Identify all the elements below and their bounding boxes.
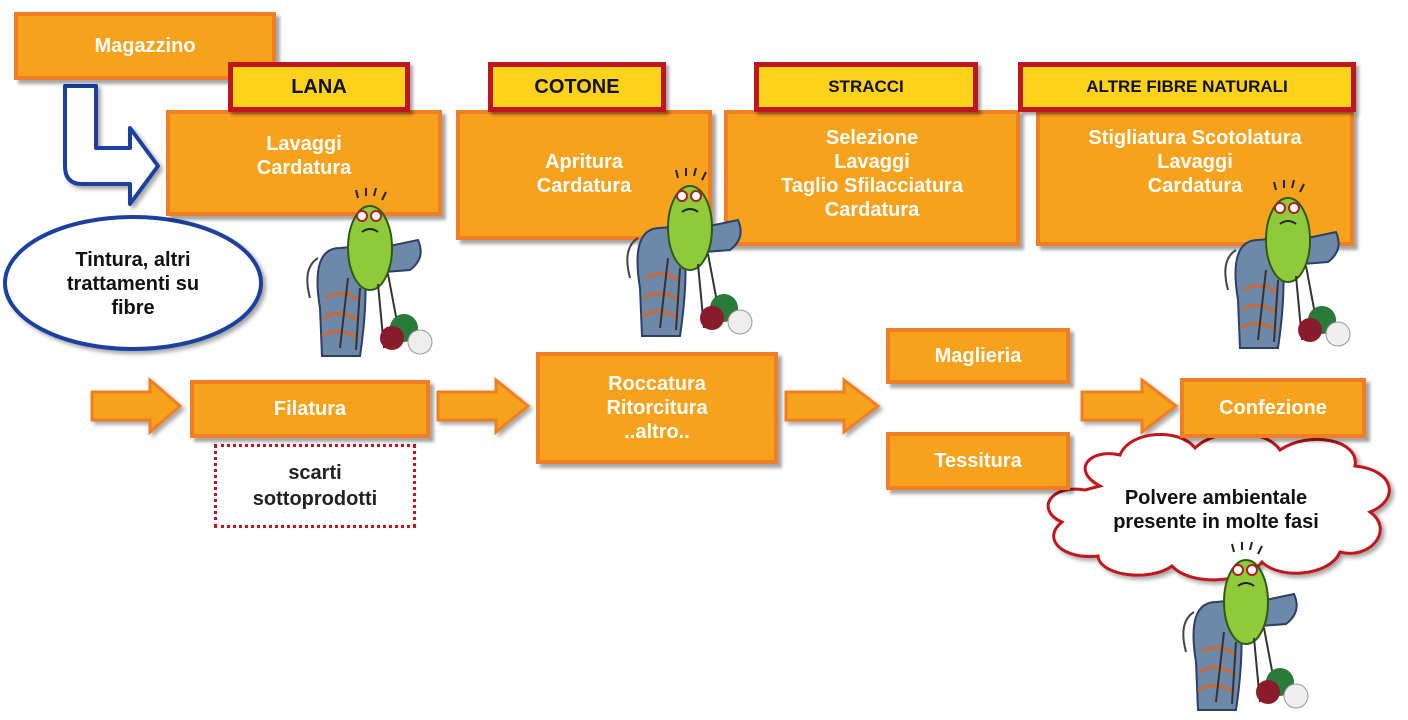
step-label: Taglio Sfilacciatura [781, 175, 963, 197]
filatura-label: Filatura [273, 398, 347, 420]
dyeing-line: Tintura, altri [75, 249, 191, 271]
tessitura-label: Tessitura [934, 450, 1022, 472]
bent-arrow-icon [63, 84, 160, 206]
dyeing-ellipse [3, 215, 263, 351]
waste-line: scarti [288, 462, 342, 484]
filatura-box: Filatura [190, 380, 430, 438]
step-label: Lavaggi [1157, 151, 1233, 173]
dyeing-line: fibre [111, 297, 155, 319]
germ-mascot-icon [626, 168, 753, 337]
step-label: Lavaggi [266, 133, 342, 155]
process-line: ..altro.. [624, 421, 690, 443]
stracci-steps-box: Selezione Lavaggi Taglio Sfilacciatura C… [724, 110, 1020, 246]
germ-mascot-icon [1224, 180, 1351, 349]
fiber-name: LANA [291, 75, 347, 98]
arrow-right-icon [784, 376, 881, 436]
fiber-name: ALTRE FIBRE NATURALI [1086, 77, 1288, 96]
confezione-box: Confezione [1180, 378, 1366, 438]
fiber-tag-stracci: STRACCI [754, 62, 978, 112]
lana-steps-box: Lavaggi Cardatura [166, 110, 442, 216]
germ-mascot-icon [306, 188, 433, 357]
roccatura-box: Roccatura Ritorcitura ..altro.. [536, 352, 778, 464]
maglieria-label: Maglieria [934, 345, 1022, 367]
germ-mascot-icon [1182, 542, 1309, 711]
process-line: Roccatura [608, 373, 706, 395]
waste-line: sottoprodotti [252, 488, 378, 510]
arrow-right-icon [436, 376, 531, 436]
fiber-name: STRACCI [828, 77, 904, 96]
dust-line: presente in molte fasi [1113, 511, 1319, 533]
dust-label: Polvere ambientale presente in molte fas… [1066, 470, 1366, 550]
step-label: Cardatura [256, 157, 352, 179]
dyeing-line: trattamenti su [66, 273, 200, 295]
step-label: Cardatura [1147, 175, 1243, 197]
fiber-tag-lana: LANA [228, 62, 410, 112]
step-label: Selezione [825, 127, 919, 149]
dyeing-label: Tintura, altri trattamenti su fibre [14, 240, 252, 328]
warehouse-label: Magazzino [94, 35, 196, 57]
step-label: Cardatura [824, 199, 920, 221]
maglieria-box: Maglieria [886, 328, 1070, 384]
step-label: Stigliatura Scotolatura [1088, 127, 1302, 149]
waste-box: scarti sottoprodotti [214, 444, 416, 528]
dust-cloud [1046, 431, 1391, 582]
arrow-right-icon [90, 376, 183, 436]
step-label: Lavaggi [834, 151, 910, 173]
fiber-tag-altre: ALTRE FIBRE NATURALI [1018, 62, 1356, 112]
confezione-label: Confezione [1219, 397, 1327, 419]
arrow-right-icon [1080, 376, 1179, 436]
tessitura-box: Tessitura [886, 432, 1070, 490]
dust-line: Polvere ambientale [1124, 487, 1308, 509]
step-label: Apritura [545, 151, 623, 173]
step-label: Cardatura [536, 175, 632, 197]
fiber-name: COTONE [534, 75, 620, 98]
fiber-tag-cotone: COTONE [488, 62, 666, 112]
process-line: Ritorcitura [606, 397, 708, 419]
